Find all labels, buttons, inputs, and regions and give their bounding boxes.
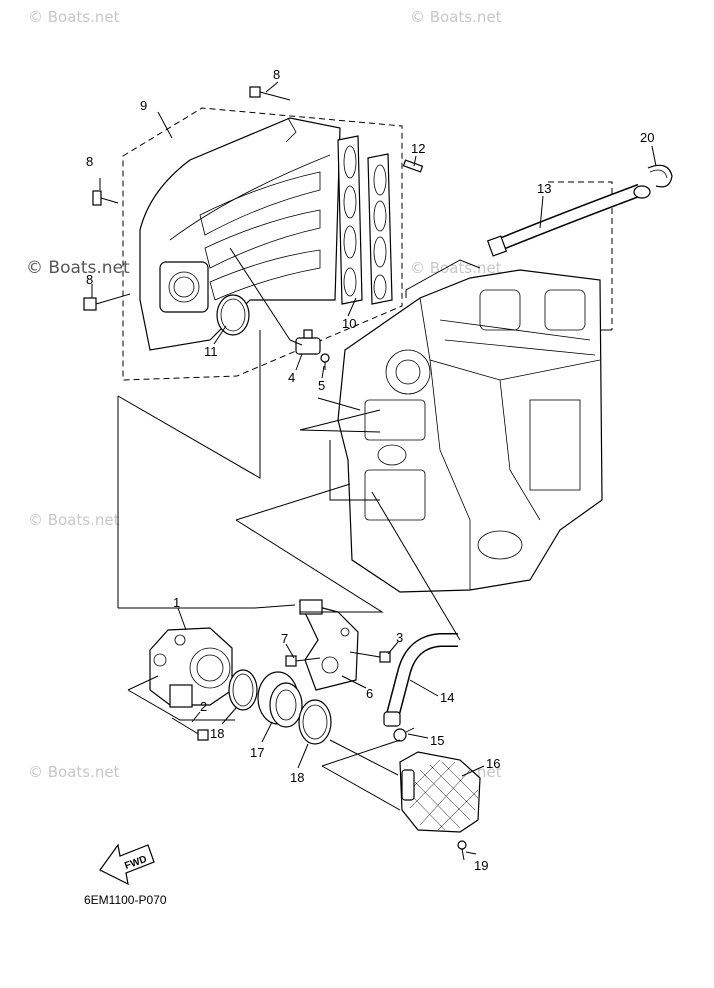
hose-group-outline xyxy=(548,181,613,330)
callout-7: 7 xyxy=(281,631,288,646)
watermark: © Boats.net xyxy=(26,258,130,278)
callout-19: 19 xyxy=(474,858,488,873)
diagram-code: 6EM1100-P070 xyxy=(84,893,167,907)
callout-2: 2 xyxy=(200,699,207,714)
sensor-screw[interactable] xyxy=(320,353,330,370)
hose-clamp-20[interactable] xyxy=(647,164,673,188)
seal-17[interactable] xyxy=(257,671,303,728)
bolt-8-top[interactable] xyxy=(249,86,291,101)
callout-15: 15 xyxy=(430,733,444,748)
engine-block xyxy=(337,269,603,593)
intake-sensor[interactable] xyxy=(295,329,321,355)
bolt-3[interactable] xyxy=(349,651,391,663)
o-ring-11[interactable] xyxy=(216,294,250,336)
callout-12: 12 xyxy=(411,141,425,156)
hose-13[interactable] xyxy=(486,183,651,257)
callout-18-lower: 18 xyxy=(290,770,304,785)
callout-3: 3 xyxy=(396,630,403,645)
callout-18-upper: 18 xyxy=(210,726,224,741)
hose-clip-15[interactable] xyxy=(393,727,415,742)
watermark: © Boats.net xyxy=(28,511,120,529)
watermark: © Boats.net xyxy=(28,763,120,781)
dowel-pin[interactable] xyxy=(402,159,424,173)
o-ring-18-upper[interactable] xyxy=(228,669,258,711)
assembly-lines xyxy=(117,247,612,811)
callout-13: 13 xyxy=(537,181,551,196)
callout-8-left: 8 xyxy=(86,154,93,169)
leader-lines xyxy=(91,81,657,855)
fwd-arrow-icon: FWD xyxy=(99,843,155,886)
bolt-8-lower[interactable] xyxy=(83,293,131,311)
screw-19[interactable] xyxy=(457,840,467,861)
callout-9: 9 xyxy=(140,98,147,113)
callout-4: 4 xyxy=(288,370,295,385)
bolt-2[interactable] xyxy=(171,717,209,741)
callout-8-top: 8 xyxy=(273,67,280,82)
manifold-gasket[interactable] xyxy=(337,135,393,305)
intake-manifold[interactable] xyxy=(139,117,341,351)
callout-6: 6 xyxy=(366,686,373,701)
intake-manifold-group-outline xyxy=(122,107,403,381)
callout-8-lower: 8 xyxy=(86,272,93,287)
callout-11: 11 xyxy=(204,344,218,359)
callout-10: 10 xyxy=(342,316,356,331)
callout-5: 5 xyxy=(318,378,325,393)
watermark: © Boats.net xyxy=(410,8,502,26)
intake-silencer[interactable] xyxy=(399,751,481,833)
throttle-bracket[interactable] xyxy=(298,599,359,691)
hose-14[interactable] xyxy=(383,633,458,727)
callout-1: 1 xyxy=(173,595,180,610)
callout-14: 14 xyxy=(440,690,454,705)
bolt-7[interactable] xyxy=(285,655,321,667)
watermark: © Boats.net xyxy=(410,259,502,277)
callout-labels: 1 2 3 4 5 6 7 8 8 8 9 10 11 12 13 14 15 … xyxy=(86,67,654,873)
watermark: © Boats.net xyxy=(28,8,120,26)
callout-17: 17 xyxy=(250,745,264,760)
callout-20: 20 xyxy=(640,130,654,145)
o-ring-18-lower[interactable] xyxy=(298,699,332,745)
bolt-8-left[interactable] xyxy=(92,190,119,206)
callout-16: 16 xyxy=(486,756,500,771)
throttle-body[interactable] xyxy=(149,627,233,708)
